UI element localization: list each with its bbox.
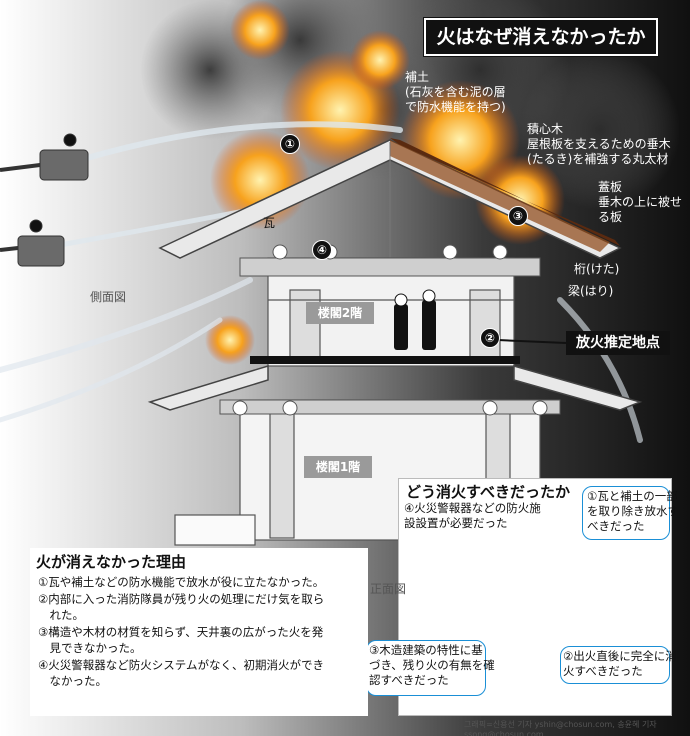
lower-roof — [147, 364, 643, 411]
firefighters — [394, 289, 436, 350]
label-front-view: 正面図 — [370, 582, 407, 596]
label-kawara: 瓦 — [263, 216, 276, 230]
lower-brackets — [219, 399, 561, 416]
floor-beam — [250, 356, 520, 364]
label-keta: 桁(けた) — [574, 262, 620, 276]
marker-3: ③ — [508, 206, 528, 226]
credit-line: 그래픽=신용선 기자 yshin@chosun.com, 송윤혜 기자 sson… — [464, 720, 657, 736]
reason-item: ④火災警報器など防火システムがなく、初期消火ができ なかった。 — [38, 658, 324, 688]
main-title: 火はなぜ消えなかったか — [423, 17, 659, 57]
marker-4: ④ — [312, 240, 332, 260]
label-hotsuchi: 補土 (石灰を含む泥の層 で防水機能を持つ) — [405, 70, 506, 114]
arson-pointer-line — [497, 339, 567, 344]
label-gaiban: 蓋板 垂木の上に被せ る板 — [598, 180, 683, 224]
reason-item: ③構造や木材の材質を知らず、天井裏の広がった火を発 見できなかった。 — [38, 625, 324, 655]
label-hari: 梁(はり) — [568, 284, 614, 298]
reason-item: ①瓦や補土などの防水機能で放水が役に立たなかった。 — [38, 575, 325, 589]
solution-1: ①瓦と補土の一部 を取り除き放水す べきだった — [587, 489, 679, 533]
reasons-title: 火が消えなかった理由 — [36, 553, 187, 571]
label-side-view: 側面図 — [90, 290, 127, 304]
reason-item: ②内部に入った消防隊員が残り火の処理にだけ気を取ら れた。 — [38, 592, 325, 622]
solution-title: どう消火すべきだったか — [406, 483, 570, 501]
fire-truck-ladders — [0, 133, 89, 267]
solution-2: ②出火直後に完全に消 火すべきだった — [563, 649, 677, 678]
label-arson-point: 放火推定地点 — [566, 331, 670, 355]
solution-4: ④火災警報器などの防火施 設設置が必要だった — [404, 501, 541, 530]
reasons-panel: 火が消えなかった理由 ①瓦や補土などの防水機能で放水が役に立たなかった。 ②内部… — [30, 548, 368, 716]
marker-1: ① — [280, 134, 300, 154]
solution-2-bubble — [560, 646, 670, 684]
label-floor-2: 楼閣2階 — [306, 302, 374, 324]
marker-2: ② — [480, 328, 500, 348]
solution-1-bubble — [582, 486, 670, 540]
label-floor-1: 楼閣1階 — [304, 456, 372, 478]
solution-3: ③木造建築の特性に基 づき、残り火の有無を確 認すべきだった — [369, 643, 495, 687]
reasons-list: ①瓦や補土などの防水機能で放水が役に立たなかった。 ②内部に入った消防隊員が残り… — [30, 574, 368, 689]
label-sekishinboku: 積心木 屋根板を支えるための垂木 (たるき)を補強する丸太材 — [527, 122, 671, 166]
